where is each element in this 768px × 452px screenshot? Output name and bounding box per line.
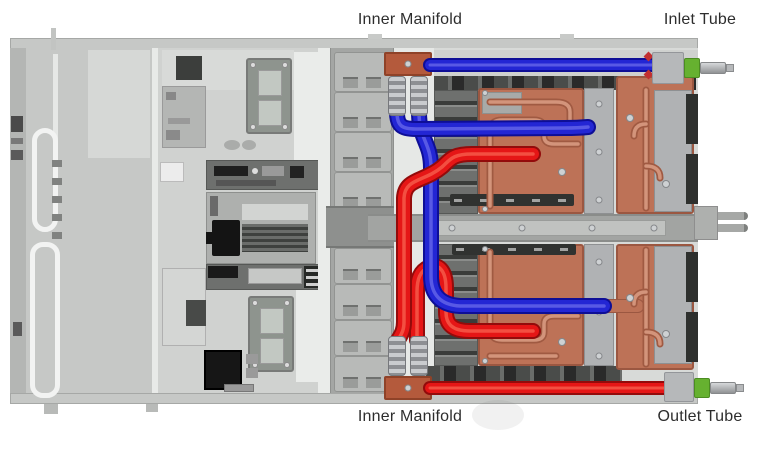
right-handle-block (694, 206, 718, 240)
rail-tab (560, 34, 574, 39)
fan-module (334, 172, 392, 212)
io-tick (306, 276, 318, 279)
gap-strip (152, 48, 158, 393)
rear-edge-strip (10, 48, 26, 393)
watermark (472, 400, 524, 430)
board-bit (166, 92, 176, 100)
small-chip (176, 56, 202, 80)
outlet-green-fitting (694, 378, 710, 398)
connector (246, 368, 258, 378)
gap-strip (318, 48, 330, 393)
label-outlet-tube: Outlet Tube (657, 408, 743, 425)
latch-teeth (52, 214, 62, 221)
right-bracket-upper (654, 90, 692, 212)
inlet-stem (700, 62, 726, 74)
oval-foot (224, 140, 240, 150)
hot-hose-lower (409, 258, 541, 348)
chassis-foot (44, 404, 58, 414)
rear-rod (53, 54, 58, 154)
gpu-bottom-pcb-strip (426, 366, 622, 382)
outlet-block (664, 372, 694, 402)
latch-teeth (52, 232, 62, 239)
fan-module (334, 248, 392, 284)
io-dot (252, 168, 258, 174)
ribbon-cables (242, 224, 308, 252)
label-inner-manifold-bottom: Inner Manifold (357, 408, 463, 425)
latch-teeth (52, 196, 62, 203)
edge-slot (686, 94, 698, 144)
io-chip (208, 266, 238, 278)
io-slot (248, 268, 302, 284)
pcie-slot-bar (450, 194, 574, 206)
fan-module (334, 132, 392, 172)
io-tick (306, 269, 318, 272)
dark-chip (186, 300, 206, 326)
io-strip (216, 180, 276, 186)
hose-fitting-top-right (410, 76, 428, 116)
edge-slot (686, 312, 698, 362)
light-strip (242, 204, 308, 220)
io-chip (290, 166, 304, 178)
board-bit (210, 196, 218, 216)
board-bit (168, 118, 190, 124)
chassis-foot (146, 404, 158, 412)
rear-latch (11, 138, 23, 144)
rear-latch (13, 322, 22, 336)
cpu-chip (212, 220, 240, 256)
rear-latch (11, 150, 23, 160)
rear-panel-light (88, 50, 150, 158)
hose-fitting-bottom-right (410, 336, 428, 376)
rail-tab (368, 34, 382, 39)
connector (224, 384, 254, 392)
label-inner-manifold-top: Inner Manifold (357, 11, 463, 28)
fan-module (334, 284, 392, 320)
label-inlet-tube: Inlet Tube (663, 11, 737, 28)
hot-hose-upper (390, 146, 541, 348)
edge-slot (686, 252, 698, 302)
inlet-block (652, 52, 684, 84)
connector (246, 354, 258, 364)
latch-teeth (52, 160, 62, 167)
riser-card-top (246, 58, 292, 134)
outlet-tip (736, 384, 744, 392)
chassis-bottom-rail (10, 393, 698, 404)
hose-fitting-top-left (388, 76, 406, 116)
white-connector (160, 162, 184, 182)
inlet-green-fitting (684, 58, 700, 78)
io-chip (214, 166, 248, 176)
cold-hose-upper (389, 104, 596, 137)
edge-slot (686, 154, 698, 204)
outlet-stem (710, 382, 736, 394)
right-handle-prong (718, 224, 748, 232)
inlet-tip (726, 64, 734, 72)
right-handle-prong (718, 212, 748, 220)
hose-fitting-bottom-left (388, 336, 406, 376)
latch-teeth (52, 178, 62, 185)
psu-handle-bottom (30, 242, 60, 398)
rear-latch (11, 116, 23, 132)
fan-module (334, 92, 392, 132)
pcie-slot-bar (452, 244, 576, 255)
board-bit (166, 130, 180, 140)
rear-antenna (51, 28, 56, 50)
io-conn (262, 166, 284, 176)
black-module (204, 350, 242, 390)
cpu-chip-notch (206, 232, 212, 244)
oval-foot (242, 140, 256, 150)
fan-module (334, 320, 392, 356)
io-tick (306, 283, 318, 286)
